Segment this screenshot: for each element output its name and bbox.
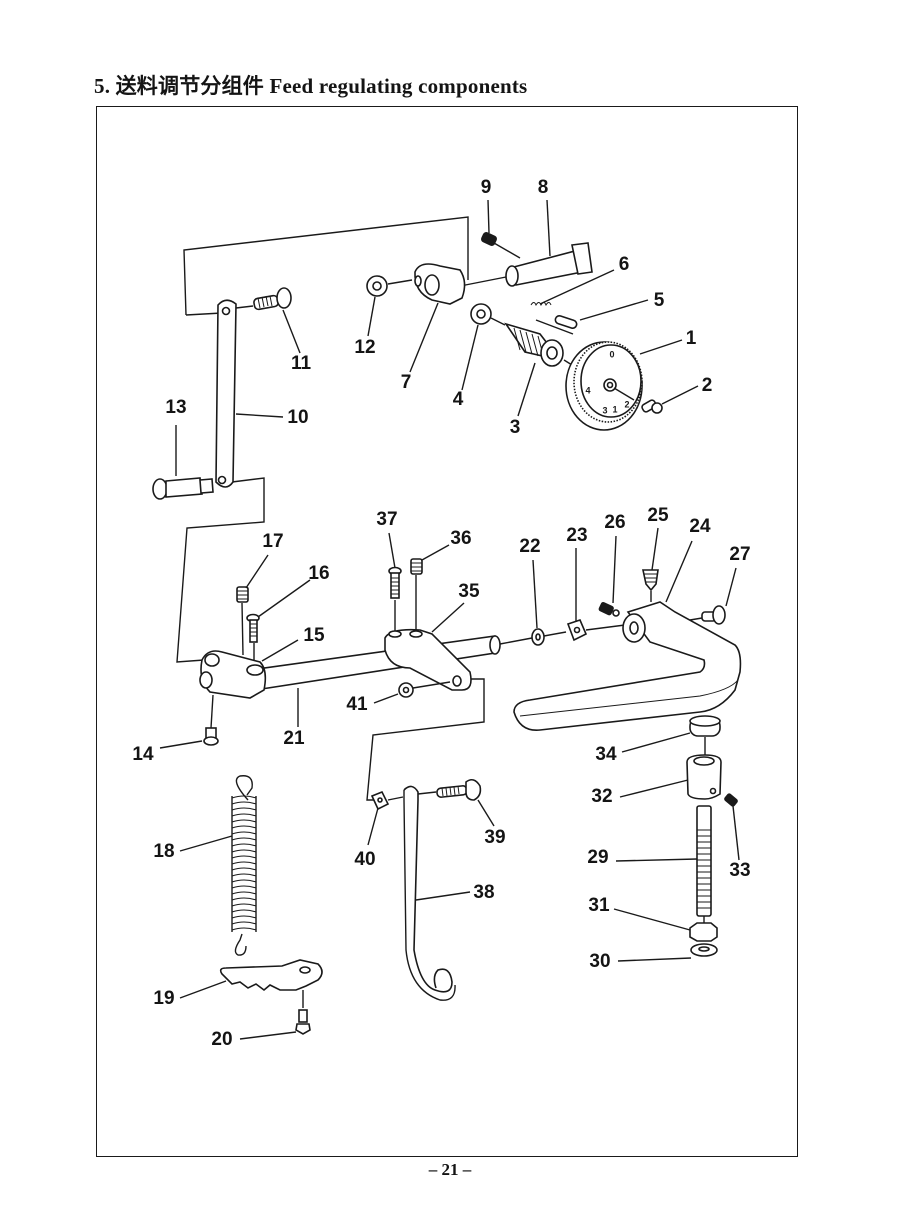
callout-6: 6 — [619, 254, 630, 275]
callout-17: 17 — [262, 531, 283, 552]
part-20-screw — [295, 1009, 311, 1035]
part-37-screw — [388, 566, 402, 632]
callout-13: 13 — [165, 397, 186, 418]
callout-33: 33 — [729, 860, 750, 881]
callout-29: 29 — [587, 847, 608, 868]
part-10-link — [215, 299, 237, 488]
callout-2: 2 — [702, 375, 713, 396]
callout-16: 16 — [308, 563, 329, 584]
callout-24: 24 — [689, 516, 711, 537]
part-11-stud — [235, 287, 292, 311]
callout-leaders — [159, 199, 740, 1040]
callout-20: 20 — [211, 1029, 232, 1050]
part-9-set-screw — [481, 231, 521, 259]
page-number: – 21 – — [428, 1160, 472, 1179]
part-23-square-nut — [566, 619, 626, 642]
part-24-knee-plate — [513, 601, 742, 731]
dial-number: 2 — [624, 399, 629, 409]
callout-41: 41 — [346, 694, 368, 715]
part-29-adjusting-bolt — [696, 805, 712, 925]
part-5-pin — [554, 315, 578, 329]
callout-7: 7 — [401, 372, 412, 393]
part-32-sleeve — [686, 754, 722, 800]
callout-34: 34 — [595, 744, 617, 765]
callout-21: 21 — [283, 728, 305, 749]
assembly-bracket-lines — [176, 216, 485, 801]
callout-27: 27 — [729, 544, 750, 565]
part-18-spring — [231, 775, 257, 956]
callout-5: 5 — [654, 290, 665, 311]
part-34-rubber-cap — [689, 715, 721, 755]
part-31-nut — [689, 922, 718, 942]
part-27-stopper-screw — [689, 605, 726, 625]
part-22-washer — [499, 628, 567, 646]
callout-11: 11 — [291, 353, 312, 374]
part-13-shoulder-screw — [152, 477, 214, 500]
part-4-washer — [470, 303, 506, 326]
callout-9: 9 — [481, 177, 492, 198]
callout-12: 12 — [354, 337, 375, 358]
dial-number: 4 — [585, 385, 590, 395]
callout-32: 32 — [591, 786, 612, 807]
part-15-crank — [199, 650, 267, 699]
diagram-frame — [96, 106, 798, 1157]
callout-14: 14 — [132, 744, 154, 765]
part-8-shaft — [439, 242, 593, 291]
part-33-set-screw — [724, 793, 738, 807]
part-39-screw — [417, 778, 482, 801]
callout-31: 31 — [588, 895, 610, 916]
callout-30: 30 — [589, 951, 610, 972]
callout-4: 4 — [453, 389, 464, 410]
callout-26: 26 — [604, 512, 625, 533]
dial-number: 3 — [602, 405, 607, 415]
part-25-set-screw — [642, 569, 659, 602]
part-35-crank-arm — [384, 628, 472, 691]
callout-37: 37 — [376, 509, 397, 530]
part-1-dial: 0 4 2 3 1 — [565, 341, 643, 431]
part-3-worm — [504, 322, 573, 367]
callout-36: 36 — [450, 528, 471, 549]
callout-19: 19 — [153, 988, 174, 1009]
part-12-nut — [366, 275, 413, 297]
part-17-set-screw — [236, 586, 249, 656]
callout-39: 39 — [484, 827, 505, 848]
part-16-screw — [246, 613, 260, 660]
part-19-ratchet-plate — [219, 959, 323, 1008]
callout-labels: 9 8 6 5 1 2 3 4 7 12 11 10 13 17 16 15 1… — [132, 177, 750, 1050]
callout-35: 35 — [458, 581, 480, 602]
callout-23: 23 — [566, 525, 587, 546]
part-38-rod — [403, 785, 456, 1001]
part-41-nut — [398, 681, 451, 698]
callout-22: 22 — [519, 536, 540, 557]
part-6-small-spring — [530, 302, 574, 335]
callout-10: 10 — [287, 407, 308, 428]
part-7-crank-block — [414, 263, 466, 305]
callout-40: 40 — [354, 849, 375, 870]
callout-3: 3 — [510, 417, 521, 438]
part-14-screw — [203, 694, 219, 746]
dial-number: 0 — [609, 349, 614, 359]
part-36-set-screw — [410, 558, 423, 632]
part-30-washer — [690, 943, 718, 957]
callout-38: 38 — [473, 882, 494, 903]
page-title: 5. 送料调节分组件 Feed regulating components — [94, 74, 528, 98]
callout-18: 18 — [153, 841, 174, 862]
part-2-dial-screw — [641, 399, 663, 414]
callout-8: 8 — [538, 177, 549, 198]
part-40-square-nut — [370, 790, 404, 811]
dial-number: 1 — [612, 404, 617, 414]
part-26-set-screw — [598, 601, 620, 617]
callout-1: 1 — [686, 328, 697, 349]
callout-25: 25 — [647, 505, 669, 526]
callout-15: 15 — [303, 625, 325, 646]
